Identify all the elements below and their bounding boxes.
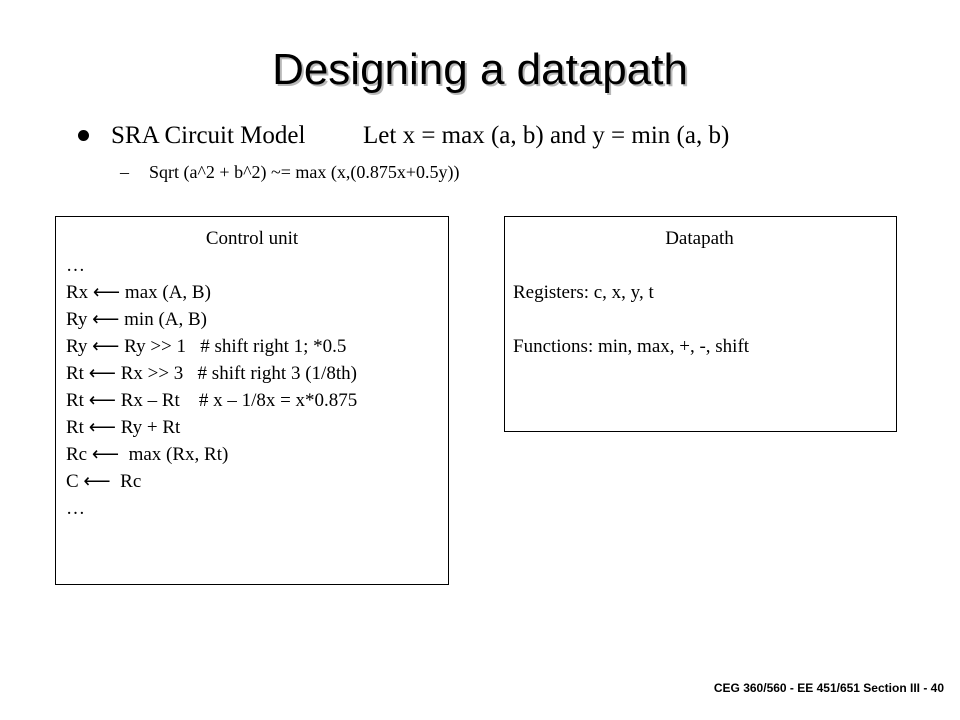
control-unit-line: Ry ⟵ min (A, B) xyxy=(66,309,208,330)
datapath-line xyxy=(513,252,886,279)
control-unit-line: Rc ⟵ max (Rx, Rt) xyxy=(66,444,229,465)
control-unit-line: Rt ⟵ Ry + Rt xyxy=(66,417,181,438)
control-unit-line: … xyxy=(66,498,85,519)
datapath-line: Functions: min, max, +, -, shift xyxy=(513,336,750,357)
bullet-definition: Let x = max (a, b) and y = min (a, b) xyxy=(363,122,730,149)
control-unit-box: Control unit … Rx ⟵ max (A, B) Ry ⟵ min … xyxy=(55,216,449,585)
datapath-title: Datapath xyxy=(665,228,734,249)
control-unit-line: … xyxy=(66,255,85,276)
control-unit-line: Rx ⟵ max (A, B) xyxy=(66,282,211,303)
control-unit-line: Ry ⟵ Ry >> 1 # shift right 1; *0.5 xyxy=(66,336,347,357)
sub-bullet-dash: – xyxy=(120,162,129,182)
control-unit-line: C ⟵ Rc xyxy=(66,471,142,492)
slide-title: Designing a datapath xyxy=(272,45,688,94)
datapath-box: Datapath Registers: c, x, y, t Functions… xyxy=(504,216,897,432)
control-unit-line: Rt ⟵ Rx >> 3 # shift right 3 (1/8th) xyxy=(66,363,357,384)
bullet-label: SRA Circuit Model xyxy=(111,122,306,149)
bullet-dot-icon xyxy=(78,130,89,141)
control-unit-title: Control unit xyxy=(205,228,299,249)
control-unit-line: Rt ⟵ Rx – Rt # x – 1/8x = x*0.875 xyxy=(66,390,358,411)
sub-bullet-text: Sqrt (a^2 + b^2) ~= max (x,(0.875x+0.5y)… xyxy=(149,162,460,182)
datapath-line: Registers: c, x, y, t xyxy=(513,282,654,303)
datapath-line xyxy=(513,306,886,333)
slide-footer: CEG 360/560 - EE 451/651 Section III - 4… xyxy=(713,681,944,695)
